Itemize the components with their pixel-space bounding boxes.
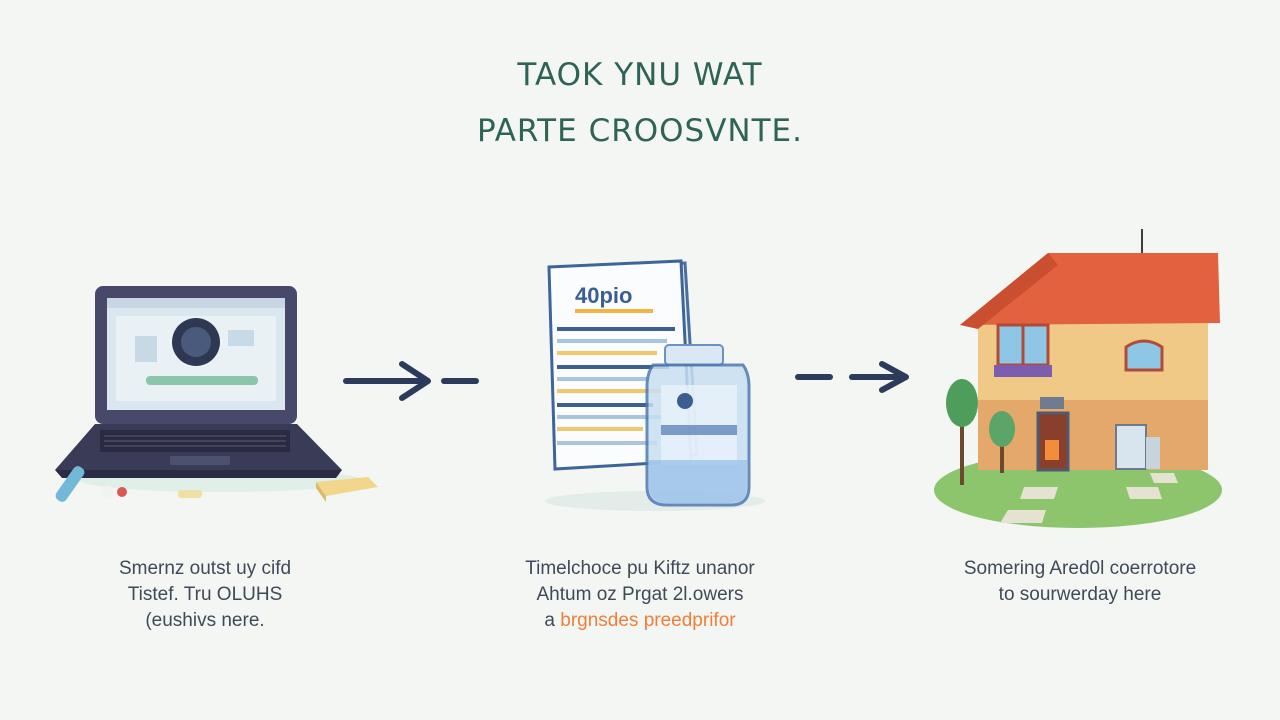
caption-line: Timelchoce pu Kiftz unanor [525, 558, 755, 579]
document-label: 40pio [575, 283, 632, 308]
caption-line: Ahtum oz Prgat 2l.owers [536, 584, 744, 605]
house-icon [934, 229, 1222, 528]
diagram-title-line-1: TAOK YNU WAT [517, 57, 763, 93]
caption-line: (eushivs nere. [145, 610, 265, 631]
step-3-caption: Somering Ared0l coerrotore to sourwerday… [925, 556, 1235, 608]
caption-accent-text: brgnsdes preedprifor [560, 610, 736, 631]
caption-line: Somering Ared0l coerrotore [963, 558, 1197, 579]
caption-prefix: a [544, 610, 555, 631]
step-2-caption: Timelchoce pu Kiftz unanor Ahtum oz Prga… [480, 556, 800, 634]
caption-line: to sourwerday here [998, 584, 1162, 605]
arrow-right-icon [795, 361, 909, 393]
caption-line-accent: a brgnsdes preedprifor [480, 608, 800, 634]
caption-line: Tistef. Tru OLUHS [127, 584, 283, 605]
diagram-title-line-2: PARTE CROOSVNTE. [476, 113, 803, 149]
caption-line: Smernz outst uy cifd [118, 558, 292, 579]
laptop-icon [55, 286, 378, 502]
arrow-right-icon [343, 361, 479, 401]
step-1-caption: Smernz outst uy cifd Tistef. Tru OLUHS (… [60, 556, 350, 634]
document-jar-icon: 40pio [545, 259, 765, 511]
